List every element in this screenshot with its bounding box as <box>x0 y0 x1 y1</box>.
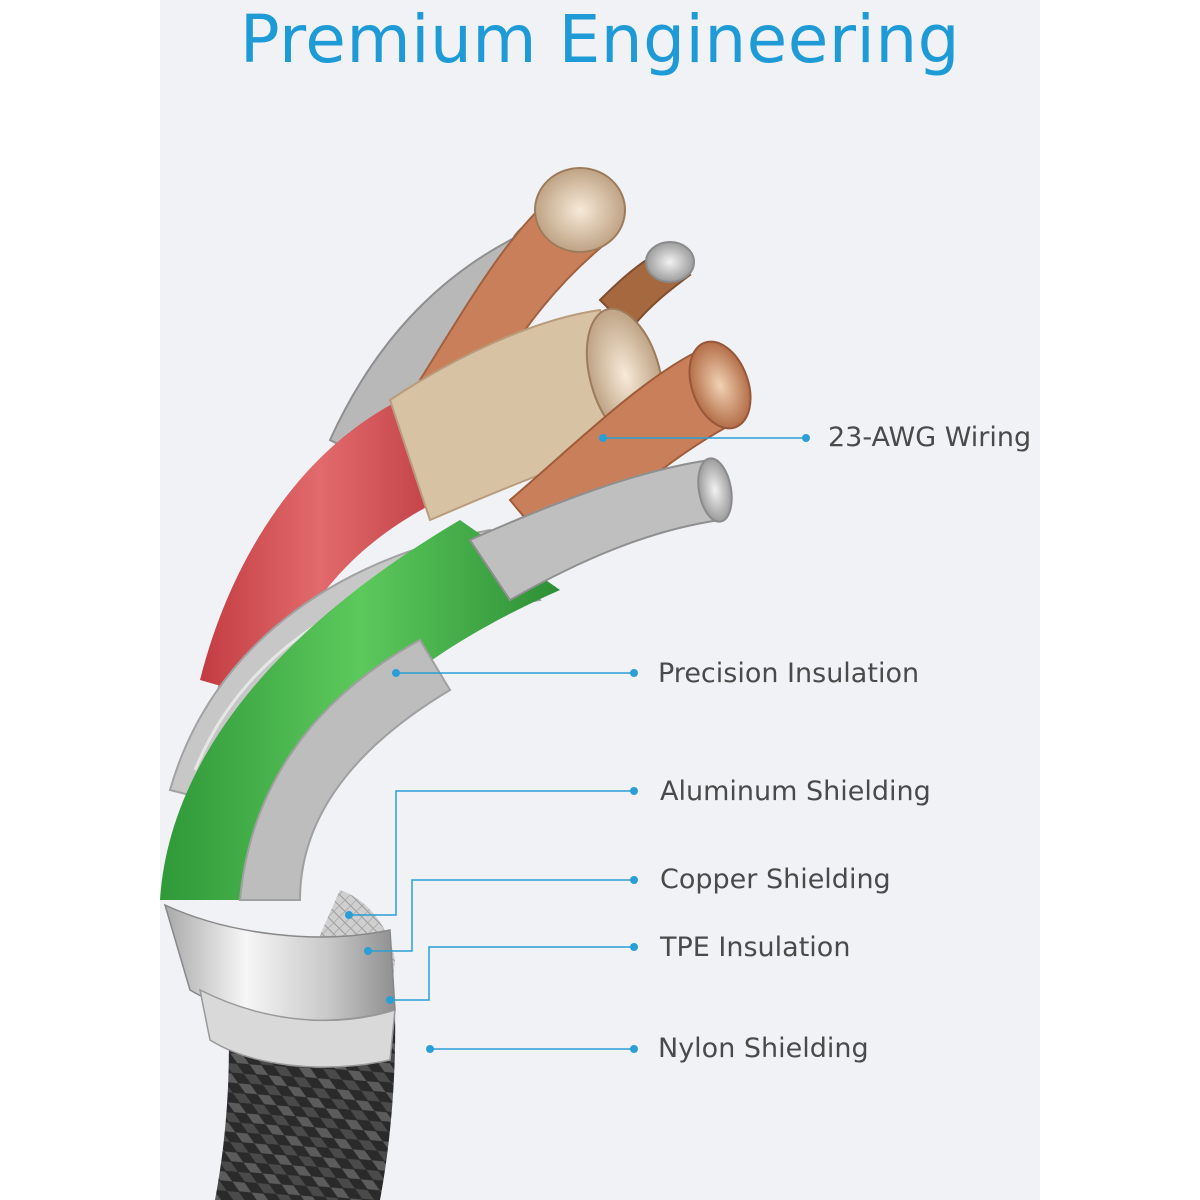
page-title: Premium Engineering <box>239 1 961 78</box>
label-tpe-insulation: TPE Insulation <box>660 932 851 963</box>
label-23-awg-wiring: 23-AWG Wiring <box>828 422 1032 453</box>
red-insulation <box>200 400 440 700</box>
label-nylon-shielding: Nylon Shielding <box>658 1033 869 1064</box>
label-precision-insulation: Precision Insulation <box>658 658 920 689</box>
label-copper-shielding: Copper Shielding <box>660 864 891 895</box>
label-aluminum-shielding: Aluminum Shielding <box>660 776 931 807</box>
